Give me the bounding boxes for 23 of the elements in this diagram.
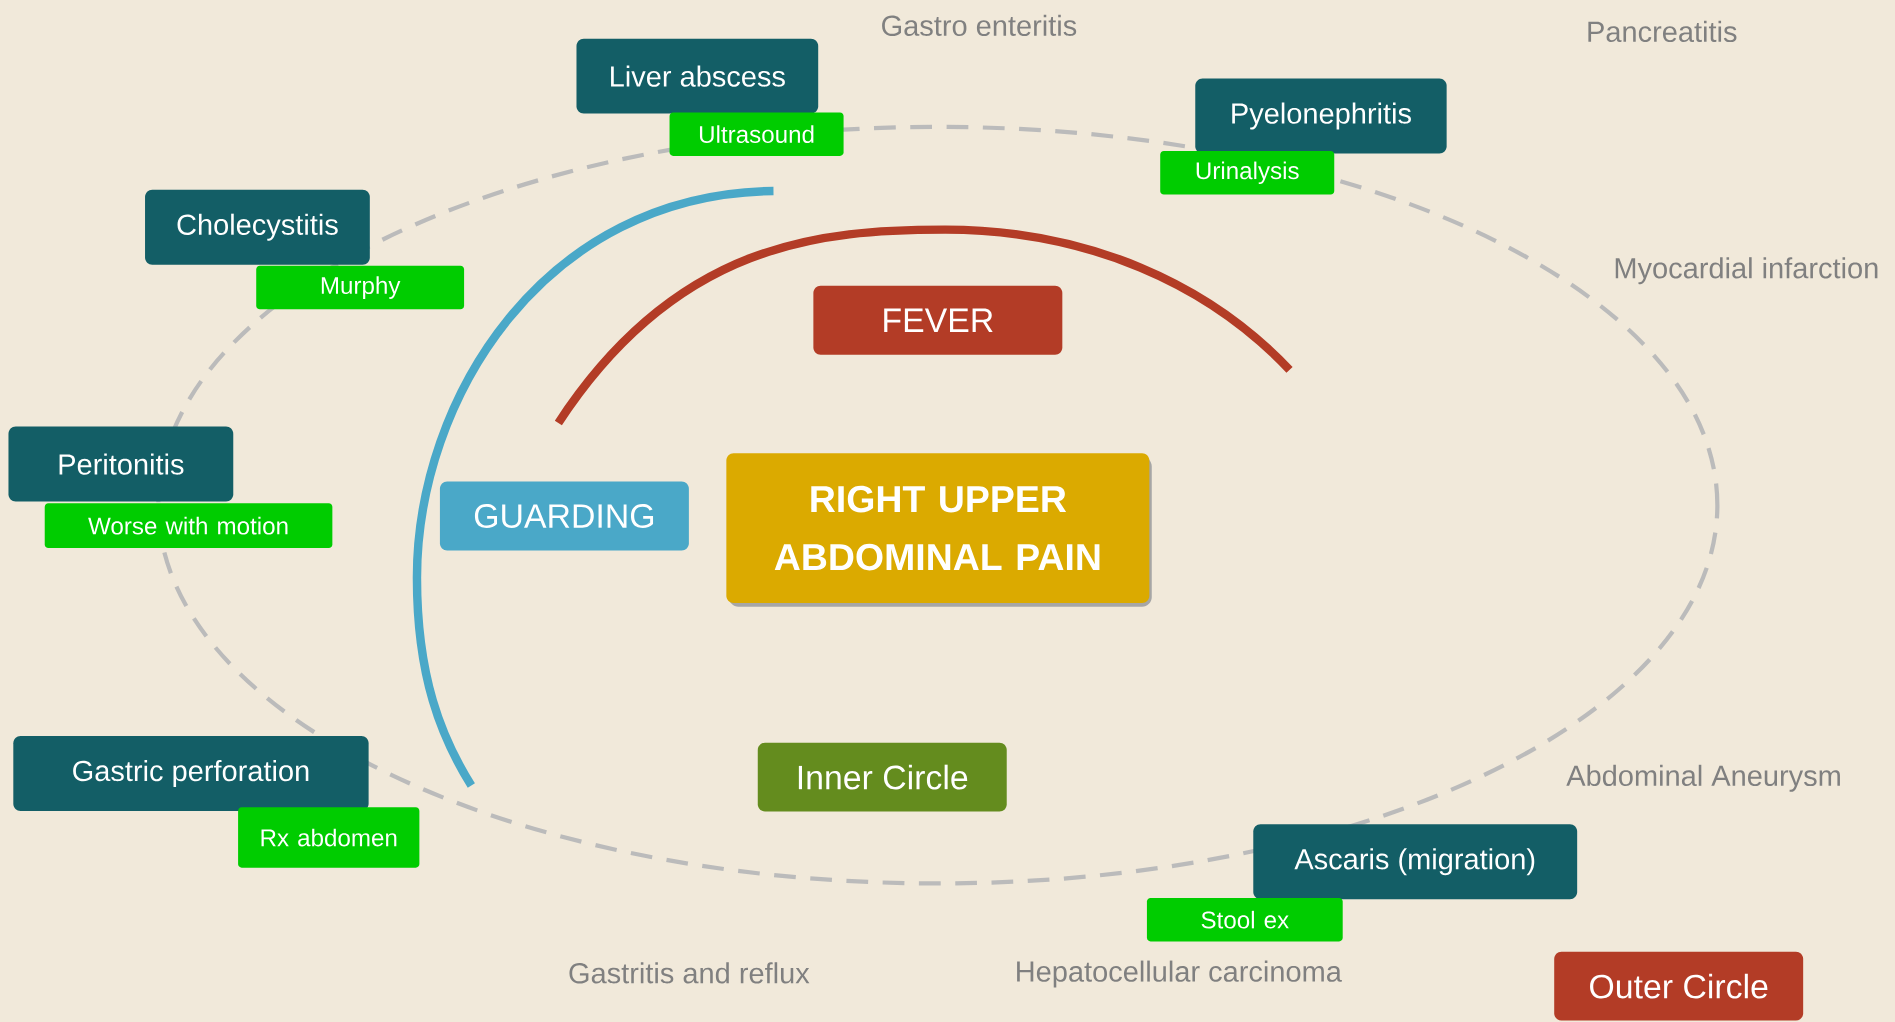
- central-box: RIGHT UPPER ABDOMINAL PAIN: [726, 453, 1152, 607]
- legend-box: Inner Circle: [757, 742, 1007, 812]
- test-tag: Rx abdomen: [238, 807, 420, 868]
- test-tag: Worse with motion: [44, 503, 333, 548]
- symptom-box: FEVER: [813, 285, 1063, 355]
- diagnosis-box: Cholecystitis: [145, 189, 370, 265]
- diagnosis-box: Gastric perforation: [13, 735, 369, 811]
- symptom-box: GUARDING: [439, 481, 689, 551]
- disease-label: Gastritis and reflux: [569, 962, 810, 984]
- disease-label: Hepatocellular carcinoma: [1017, 960, 1342, 988]
- disease-label: Pancreatitis: [1588, 20, 1737, 42]
- diagnosis-box: Ascaris (migration): [1253, 824, 1578, 899]
- diagnosis-box: Pyelonephritis: [1195, 78, 1447, 154]
- diagnosis-box: Liver abscess: [576, 38, 819, 114]
- disease-label: Abdominal Aneurysm: [1566, 764, 1840, 792]
- test-tag: Ultrasound: [669, 112, 844, 156]
- test-tag: Stool ex: [1146, 897, 1343, 942]
- symptom-box: Outer Circle: [1554, 951, 1804, 1021]
- test-tag: Murphy: [256, 265, 465, 310]
- disease-label: Myocardial infarction: [1615, 257, 1878, 285]
- test-tag: Urinalysis: [1160, 150, 1335, 195]
- diagnosis-box: Peritonitis: [8, 426, 234, 502]
- disease-label: Gastro enteritis: [882, 14, 1077, 36]
